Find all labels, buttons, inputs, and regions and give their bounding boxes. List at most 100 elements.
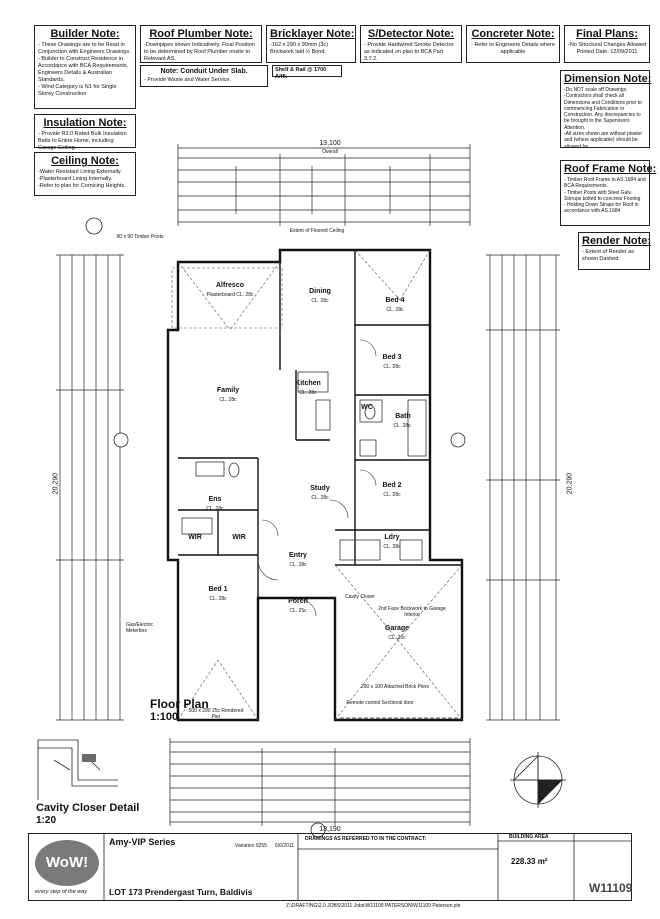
insulation-note-line: - Provide R3.0 Rated Bulk Insulation Bat… [38,131,127,151]
garage-brickwork-note: 2nd Face Brickwork to Garage Interior [378,606,446,618]
shelf-note-text: Shelf & Rail @ 1700 A/ffl. [275,67,327,80]
variation-label: Variation 0255 [235,843,267,849]
drawings-note: DRAWINGS AS REFERRED TO IN THE CONTRACT: [305,836,427,842]
builder-note-line: - These Drawings are to be Read in Conju… [38,42,131,55]
room-kitchen-ceiling: CL. 28c [299,390,317,396]
room-alfresco: Alfresco [215,282,244,289]
ceiling-note-line: -Refer to plan for Cornicing Heights. [38,183,126,189]
room-laundry: Ldry [384,534,400,541]
room-family: Family [216,387,240,394]
insulation-note-title: Insulation Note: [43,117,127,129]
job-number: W11109 [589,881,633,895]
building-area-title: BUILDING AREA [509,834,549,840]
detector-note: S/Detector Note: - Provide Hardwired Smo… [360,25,462,63]
conduit-note: Note: Conduit Under Slab. - Provide Wast… [140,65,268,87]
final-plans-line: -No Structural Changes Allowed [568,42,646,48]
concreter-note-line: - Refer to Engineers Details where appli… [470,42,556,55]
room-bed3-ceiling: CL. 28c [383,364,401,370]
final-plans-note: Final Plans: -No Structural Changes Allo… [564,25,650,63]
floor-plan-scale: 1:100 [150,711,179,723]
room-dining: Dining [309,288,331,295]
ceiling-note-line: -Water Resistant Lining Externally. [38,169,122,175]
conduit-note-title: Note: Conduit Under Slab. [160,68,248,75]
render-note-title: Render Note: [582,235,652,247]
bricklayer-note-title: Bricklayer Note: [270,28,355,40]
garage-door-note: Remote control Sectional door [346,700,414,706]
room-garage-ceiling: CL. 25c [388,635,406,641]
room-laundry-ceiling: CL. 28c [383,544,401,550]
building-area-total: 228.33 m² [511,857,548,866]
detector-note-title: S/Detector Note: [367,28,455,40]
room-bed2-ceiling: CL. 28c [383,492,401,498]
timber-posts-label: 90 x 90 Timber Posts [116,234,164,240]
overall-dimension-bottom: 13,190 [319,826,341,833]
final-plans-line: Printed Date: 12/09/2011 [576,49,638,55]
room-wir-1: WIR [188,534,202,541]
room-family-ceiling: CL. 28c [219,397,237,403]
room-garage: Garage [384,625,410,632]
room-bed2: Bed 2 [382,482,402,489]
room-alfresco-ceiling: Plasterboard CL. 28c [206,292,254,298]
cavity-closer-title: Cavity Closer Detail [36,802,140,814]
builder-note-line: - Wind Category is N1 for Single Storey … [38,84,117,97]
room-ensuite-ceiling: CL. 28c [206,506,224,512]
render-note: Render Note: - Extent of Render as shown… [578,232,652,270]
file-path: Z:\DRAFTING\2.0 JOBS\2011 Jobs\W11109 PA… [286,903,461,909]
cavity-closer-scale: 1:20 [36,815,57,826]
roof-frame-note-title: Roof Frame Note: [564,163,657,175]
room-wir-2: WIR [232,534,246,541]
dimension-note: Dimension Note: -Do NOT scale off Drawin… [560,70,652,150]
room-bath: Bath [395,413,411,420]
series-name: Amy-VIP Series [109,837,176,847]
title-block: WoW! every step of the way Amy-VIP Serie… [28,833,632,901]
room-wc: WC [361,404,373,411]
room-bed4-ceiling: CL. 28c [386,307,404,313]
dimension-note-line: -All sizes shown are without plaster and… [564,131,643,150]
variation-date: 6/6/2011 [275,843,295,849]
room-ensuite: Ens [208,496,222,503]
meterbox-annotation: Gas/Electric Meterbox [126,622,153,634]
north-arrow-icon [510,752,566,808]
room-study: Study [310,485,330,492]
dimension-note-title: Dimension Note: [564,73,652,85]
rendered-pier-annotation: 500 x 290 25c Rendered Pier [188,708,244,720]
room-bed1: Bed 1 [208,586,228,593]
floor-plan-title: Floor Plan [150,697,209,711]
detector-note-line: - Provide Hardwired Smoke Detector as in… [364,42,454,62]
roof-frame-note-line: - Timber Posts with Steel Galv. Stirrups… [564,189,641,202]
logo-tagline: every step of the way [35,889,87,895]
roof-frame-note: Roof Frame Note: - Timber Roof Frame to … [560,160,657,226]
overall-dimension-top: 13,100 [319,140,341,147]
bricklayer-note: Bricklayer Note: -162 x 290 x 90mm (3c) … [266,25,356,63]
room-bed1-ceiling: CL. 28c [209,596,227,602]
room-porch: Porch [288,598,308,605]
room-porch-ceiling: CL. 25c [289,608,307,614]
conduit-note-line: - Provide Waste and Water Service. [144,77,232,83]
ceiling-note: Ceiling Note: -Water Resistant Lining Ex… [34,152,136,196]
company-logo: WoW! [35,840,99,886]
cavity-closer-annotation: Cavity Closer [345,594,375,600]
shelf-note: Shelf & Rail @ 1700 A/ffl. [272,65,342,80]
room-dining-ceiling: CL. 28c [311,298,329,304]
roof-plumber-note-title: Roof Plumber Note: [149,28,253,40]
room-bed4: Bed 4 [385,297,405,304]
room-bed3: Bed 3 [382,354,402,361]
floored-ceiling-annotation: Extent of Floored Ceiling [289,228,345,234]
room-kitchen: Kitchen [295,380,321,387]
final-plans-note-title: Final Plans: [576,28,638,40]
brick-piers-annotation: 290 x 100 Attached Brick Piers [360,684,430,690]
overall-dimension-right: 20,290 [566,472,574,495]
ceiling-note-line: -Plasterboard Lining Internally. [38,176,113,182]
site-address: LOT 173 Prendergast Turn, Baldivis [109,887,253,897]
overall-dimension-left: 20,290 [52,472,60,495]
render-note-line: - Extent of Render as shown Dashed [582,249,634,262]
dimension-note-line: -Contractors shall check all Dimensions … [564,93,642,131]
bricklayer-note-line: -162 x 290 x 90mm (3c) Brickwork laid ½ … [270,42,329,55]
builder-note: Builder Note: - These Drawings are to be… [34,25,136,109]
roof-plumber-note: Roof Plumber Note: -Downpipes shown Indi… [140,25,262,63]
room-bath-ceiling: CL. 28c [393,423,411,429]
roof-frame-note-line: - Holding Down Straps for Roof in accord… [564,202,639,215]
insulation-note: Insulation Note: - Provide R3.0 Rated Bu… [34,114,136,151]
builder-note-line: - Builder to Construct Residence in Acco… [38,56,129,83]
concreter-note-title: Concreter Note: [471,28,555,40]
